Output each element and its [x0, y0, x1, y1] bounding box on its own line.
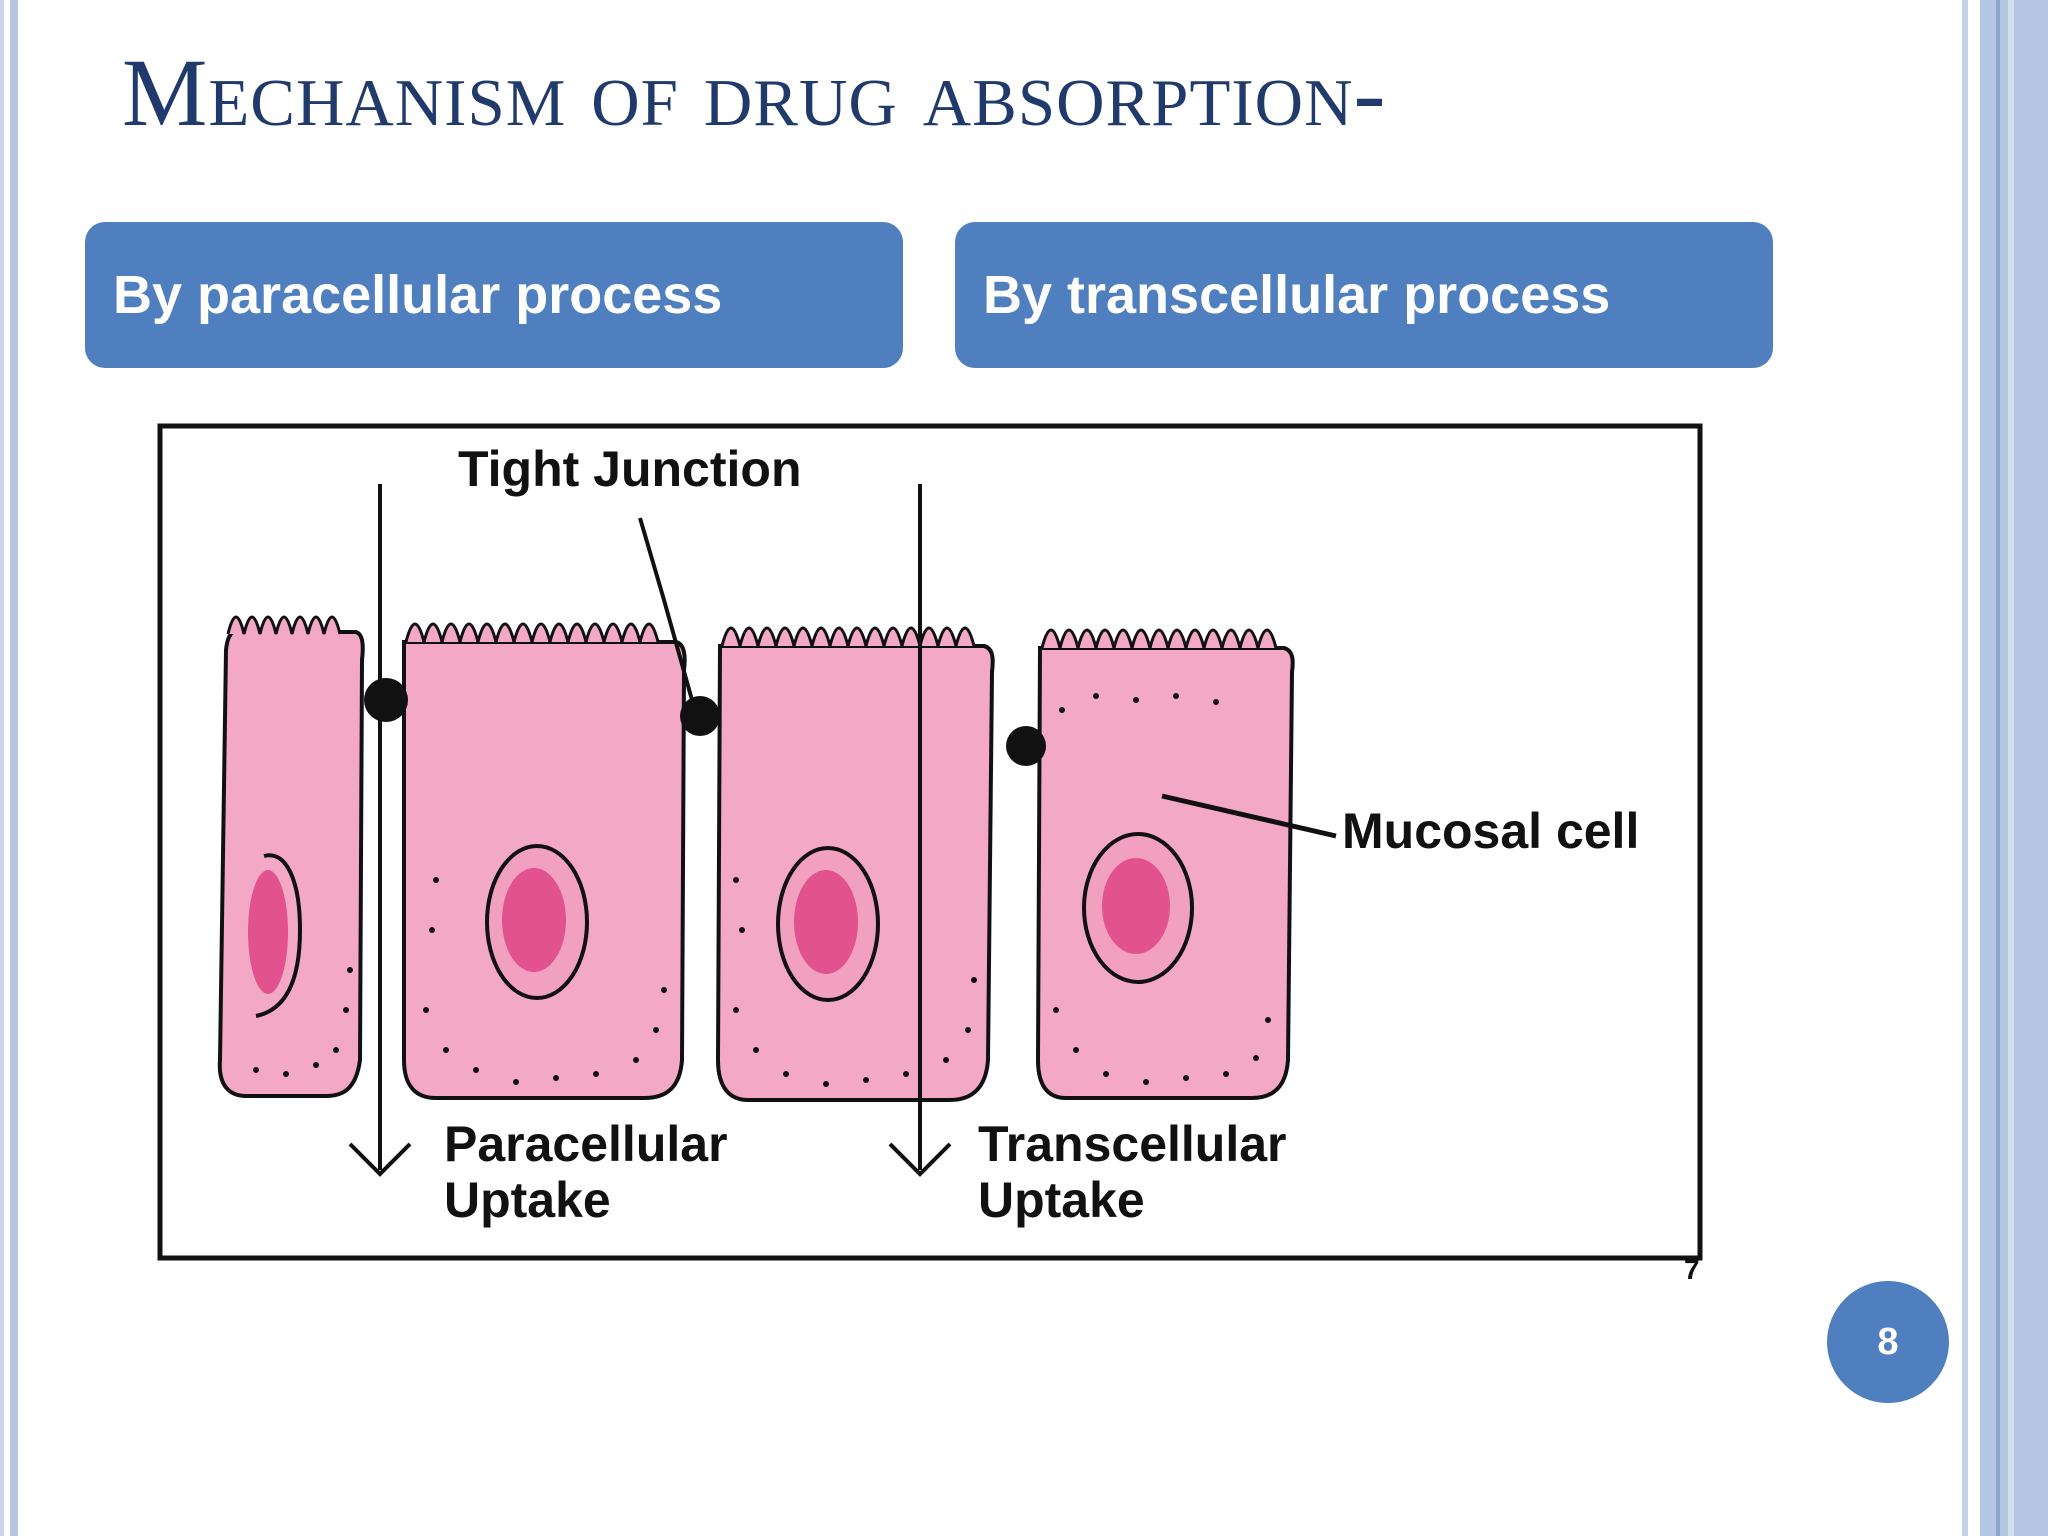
- transcellular-uptake-line2: Uptake: [978, 1172, 1145, 1228]
- absorption-diagram-svg: [157, 423, 1703, 1261]
- mucosal-cell-4: [1035, 628, 1295, 1100]
- cell-body: [217, 628, 365, 1098]
- tight-junction-1: [364, 678, 408, 722]
- right-border-band: [1962, 0, 2048, 1536]
- cytoplasm-granules: [253, 693, 1271, 1087]
- page-number-badge: 8: [1827, 1281, 1949, 1403]
- right-border-line: [2008, 0, 2014, 1536]
- transcellular-arrow-head: [888, 1142, 952, 1177]
- paracellular-arrow-head: [348, 1142, 412, 1177]
- left-border-rule: [0, 0, 4, 1536]
- figure-reference-number: 7: [1684, 1254, 1700, 1285]
- nucleus: [502, 868, 566, 972]
- transcellular-uptake-line1: Transcellular: [978, 1116, 1287, 1172]
- transcellular-process-box: By transcellular process: [955, 222, 1773, 368]
- tight-junction-2: [680, 696, 720, 736]
- tight-junction-label: Tight Junction: [458, 441, 802, 497]
- mucosal-cell-leader-line: [1161, 793, 1337, 839]
- left-border-band: [10, 0, 18, 1536]
- slide-title: Mechanism of drug absorption-: [122, 39, 1387, 146]
- microvilli: [226, 615, 342, 635]
- microvilli: [720, 626, 976, 647]
- tight-junction-leader-line: [638, 517, 694, 701]
- nuclear-envelope: [255, 853, 303, 1018]
- nucleus: [1102, 858, 1170, 954]
- microvilli: [1040, 628, 1278, 649]
- nucleus: [248, 870, 288, 994]
- microvilli: [404, 622, 660, 643]
- right-border-line: [1996, 0, 2000, 1536]
- transcellular-uptake-label: Transcellular Uptake: [978, 1116, 1287, 1228]
- nucleus: [794, 870, 858, 974]
- absorption-diagram: Tight Junction Mucosal cell Paracellular…: [136, 410, 1716, 1290]
- tight-junction-3: [1006, 726, 1046, 766]
- paracellular-uptake-line2: Uptake: [444, 1172, 611, 1228]
- mucosal-cell-3: [715, 626, 995, 1102]
- paracellular-uptake-label: Paracellular Uptake: [444, 1116, 728, 1228]
- right-border-line: [1962, 0, 1968, 1536]
- mucosal-cell-label: Mucosal cell: [1342, 803, 1640, 859]
- right-border-stripe: [1980, 0, 2048, 1536]
- mucosal-cell-2: [402, 622, 687, 1100]
- paracellular-uptake-line1: Paracellular: [444, 1116, 728, 1172]
- mucosal-cell-1: [217, 615, 365, 1098]
- paracellular-process-box: By paracellular process: [85, 222, 903, 368]
